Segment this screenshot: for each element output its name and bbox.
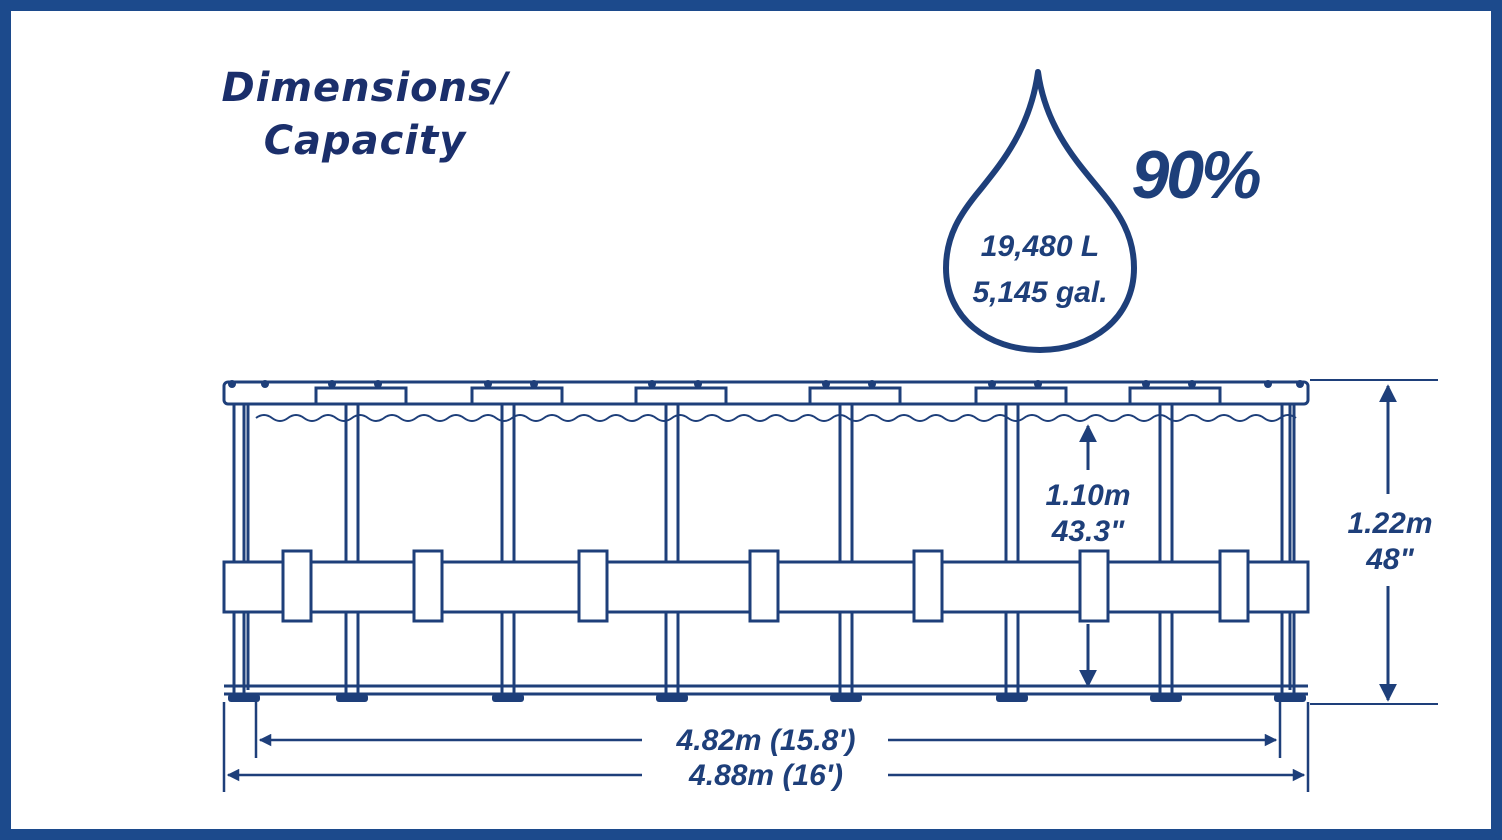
water-height-m: 1.10m	[1045, 479, 1130, 512]
top-connectors	[314, 386, 1222, 406]
capacity-gallons: 5,145 gal.	[972, 276, 1107, 309]
wall-height-in: 48"	[1365, 543, 1414, 576]
water-height-in: 43.3"	[1051, 515, 1125, 548]
belt-clips	[281, 549, 1250, 623]
capacity-liters: 19,480 L	[981, 230, 1099, 263]
pool-frame	[222, 380, 1310, 702]
frame-feet	[228, 694, 1306, 702]
outer-diameter: 4.88m (16')	[688, 759, 843, 792]
page-title: Dimensions/ Capacity	[200, 62, 530, 168]
inner-diameter: 4.82m (15.8')	[676, 724, 856, 757]
wall-height-dimension	[1310, 379, 1438, 705]
fill-level-label: 90%	[1131, 137, 1260, 213]
wall-height-m: 1.22m	[1347, 507, 1432, 540]
top-rail-pins	[228, 380, 1304, 388]
frame-legs	[232, 404, 1296, 698]
title-line-2: Capacity	[263, 118, 467, 164]
water-drop-icon	[943, 69, 1137, 353]
diameter-dimensions	[222, 702, 1310, 792]
water-surface	[255, 414, 1297, 422]
title-line-1: Dimensions/	[221, 65, 509, 111]
